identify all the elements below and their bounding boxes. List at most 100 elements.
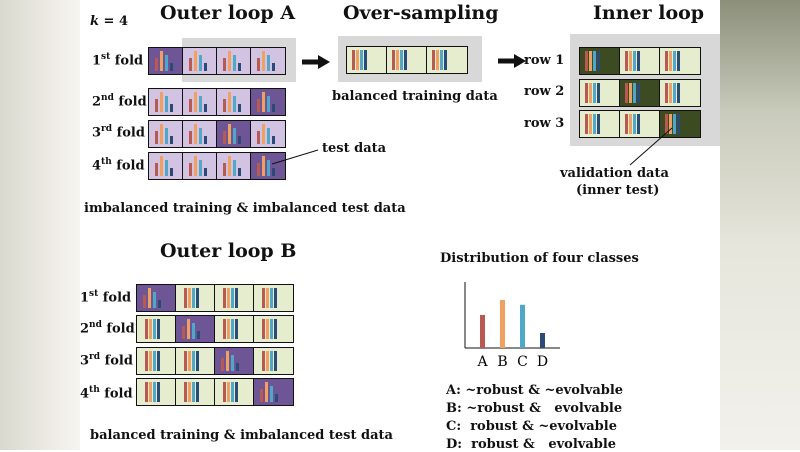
class-bar bbox=[188, 382, 191, 402]
class-bar bbox=[145, 382, 148, 402]
class-bar bbox=[669, 51, 672, 71]
class-bar bbox=[155, 58, 158, 71]
class-bar bbox=[231, 382, 234, 402]
fold-cell bbox=[254, 316, 293, 342]
class-bar bbox=[153, 351, 156, 371]
fold-cell bbox=[347, 47, 387, 73]
outer-b-fold-4-label: 4th fold bbox=[80, 385, 133, 402]
fold-cell bbox=[149, 89, 183, 115]
class-bar bbox=[158, 300, 161, 308]
class-bar bbox=[165, 160, 168, 176]
class-bar bbox=[262, 288, 265, 308]
fold-cell bbox=[251, 48, 285, 74]
inner-row-2-label: row 2 bbox=[524, 84, 565, 99]
fold-cell bbox=[217, 153, 251, 179]
fold-cell bbox=[183, 48, 217, 74]
outer-b-fold-1-label: 1st fold bbox=[80, 289, 132, 306]
class-bar bbox=[585, 114, 588, 134]
class-bar bbox=[440, 50, 443, 70]
class-bar bbox=[189, 58, 192, 71]
class-bar bbox=[669, 83, 672, 103]
class-bar bbox=[274, 288, 277, 308]
fold-cell bbox=[254, 348, 293, 374]
outer-b-fold-3-label: 3rd fold bbox=[80, 352, 133, 369]
class-bar bbox=[160, 124, 163, 144]
fold-cell bbox=[176, 379, 215, 405]
class-bar bbox=[233, 128, 236, 144]
class-bar-b bbox=[500, 300, 505, 348]
fold-cell bbox=[580, 80, 620, 106]
inner-row-1-strip bbox=[579, 47, 701, 75]
fold-cell bbox=[254, 285, 293, 311]
class-bar bbox=[160, 92, 163, 112]
test-fold-cell bbox=[215, 348, 254, 374]
class-bar bbox=[274, 351, 277, 371]
class-bar bbox=[235, 319, 238, 339]
test-data-label: test data bbox=[322, 141, 387, 156]
class-bar bbox=[228, 124, 231, 144]
class-bar bbox=[188, 351, 191, 371]
class-bar bbox=[145, 351, 148, 371]
fold-cell bbox=[149, 121, 183, 147]
fold-cell bbox=[183, 153, 217, 179]
class-bar bbox=[629, 51, 632, 71]
class-bar bbox=[227, 382, 230, 402]
class-bar bbox=[673, 51, 676, 71]
fold-cell bbox=[660, 48, 700, 74]
fold-cell bbox=[176, 348, 215, 374]
arrow-right-icon-2 bbox=[498, 54, 526, 68]
right-background-blur bbox=[720, 0, 800, 450]
class-bar bbox=[272, 63, 275, 71]
class-bar bbox=[223, 163, 226, 176]
test-fold-cell bbox=[580, 48, 620, 74]
class-bar bbox=[228, 92, 231, 112]
class-bar bbox=[597, 114, 600, 134]
class-tick-label: C bbox=[517, 354, 528, 370]
class-bar bbox=[404, 50, 407, 70]
arrow-right-icon bbox=[302, 55, 330, 69]
class-bar bbox=[199, 55, 202, 71]
class-bar bbox=[272, 136, 275, 144]
diagram-canvas: k = 4 Outer loop A 1st fold 2nd fold 3rd… bbox=[80, 0, 720, 452]
class-bar bbox=[665, 114, 668, 134]
class-bar bbox=[629, 83, 632, 103]
class-bar bbox=[589, 114, 592, 134]
oversampling-title: Over-sampling bbox=[343, 2, 499, 24]
class-bar bbox=[677, 51, 680, 71]
class-bar bbox=[184, 351, 187, 371]
class-bar bbox=[270, 351, 273, 371]
test-fold-cell bbox=[254, 379, 293, 405]
class-bar bbox=[677, 83, 680, 103]
class-bar bbox=[637, 114, 640, 134]
class-bar bbox=[170, 63, 173, 71]
class-bar bbox=[266, 319, 269, 339]
class-bar bbox=[597, 83, 600, 103]
class-bar bbox=[155, 163, 158, 176]
class-bar bbox=[396, 50, 399, 70]
class-bar bbox=[267, 160, 270, 176]
class-bar bbox=[585, 83, 588, 103]
class-bar bbox=[625, 114, 628, 134]
class-bar bbox=[262, 351, 265, 371]
class-bar bbox=[257, 131, 260, 144]
class-bar bbox=[260, 389, 263, 402]
class-bar bbox=[267, 55, 270, 71]
class-bar bbox=[364, 50, 367, 70]
class-bar bbox=[231, 288, 234, 308]
class-bar bbox=[625, 51, 628, 71]
class-bar bbox=[238, 136, 241, 144]
class-bar bbox=[274, 319, 277, 339]
fold-cell bbox=[580, 111, 620, 137]
fold-cell bbox=[215, 285, 254, 311]
class-bar bbox=[223, 99, 226, 112]
class-bar bbox=[233, 160, 236, 176]
class-bar bbox=[637, 51, 640, 71]
class-bar bbox=[272, 104, 275, 112]
class-bar bbox=[194, 92, 197, 112]
fold-cell bbox=[137, 348, 176, 374]
class-bar bbox=[165, 96, 168, 112]
test-fold-cell bbox=[251, 89, 285, 115]
class-bar bbox=[153, 292, 156, 308]
class-bar bbox=[189, 163, 192, 176]
test-fold-cell bbox=[251, 153, 285, 179]
